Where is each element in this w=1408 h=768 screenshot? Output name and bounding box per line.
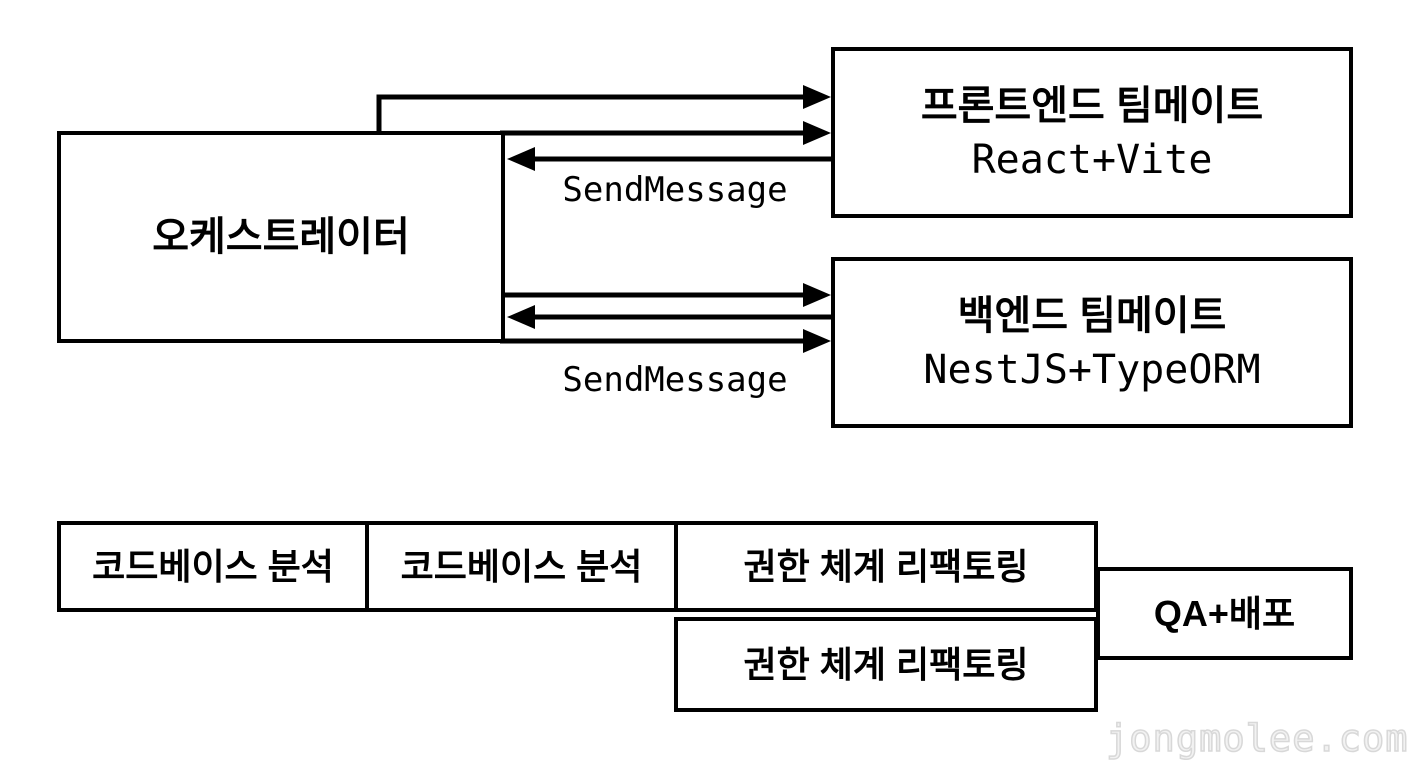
task-label: 권한 체계 리팩토링 <box>743 545 1029 587</box>
backend-teammate-title: 백엔드 팀메이트 <box>957 293 1227 338</box>
frontend-teammate-stack: React+Vite <box>971 136 1213 183</box>
task-permission-refactor-1: 권한 체계 리팩토링 <box>674 521 1098 612</box>
task-permission-refactor-2: 권한 체계 리팩토링 <box>674 617 1098 712</box>
arrowhead-orchestrator-to-backend-lower <box>803 329 831 353</box>
frontend-teammate-node: 프론트엔드 팀메이트 React+Vite <box>831 47 1353 218</box>
watermark: jongmolee.com <box>1105 717 1408 761</box>
orchestrator-label: 오케스트레이터 <box>152 215 410 259</box>
task-label: QA+배포 <box>1153 592 1296 634</box>
frontend-sendmessage-label: SendMessage <box>562 170 788 210</box>
task-qa-deploy: QA+배포 <box>1096 567 1353 660</box>
backend-teammate-node: 백엔드 팀메이트 NestJS+TypeORM <box>831 257 1353 428</box>
arrowhead-orchestrator-to-frontend-lower <box>803 121 831 145</box>
arrowhead-backend-to-orchestrator <box>507 305 535 329</box>
task-codebase-analysis-1: 코드베이스 분석 <box>57 521 369 612</box>
arrowhead-frontend-to-orchestrator <box>507 147 535 171</box>
backend-teammate-stack: NestJS+TypeORM <box>923 346 1261 393</box>
arrowhead-orchestrator-to-frontend-upper <box>803 85 831 109</box>
arrowhead-orchestrator-to-backend-upper <box>803 283 831 307</box>
orchestrator-node: 오케스트레이터 <box>57 131 505 343</box>
frontend-teammate-title: 프론트엔드 팀메이트 <box>920 83 1264 128</box>
task-label: 코드베이스 분석 <box>92 545 334 587</box>
arrow-orchestrator-to-frontend-upper <box>376 94 803 135</box>
backend-sendmessage-label: SendMessage <box>562 360 788 400</box>
task-label: 코드베이스 분석 <box>400 545 643 587</box>
task-codebase-analysis-2: 코드베이스 분석 <box>365 521 678 612</box>
task-label: 권한 체계 리팩토링 <box>743 643 1029 685</box>
